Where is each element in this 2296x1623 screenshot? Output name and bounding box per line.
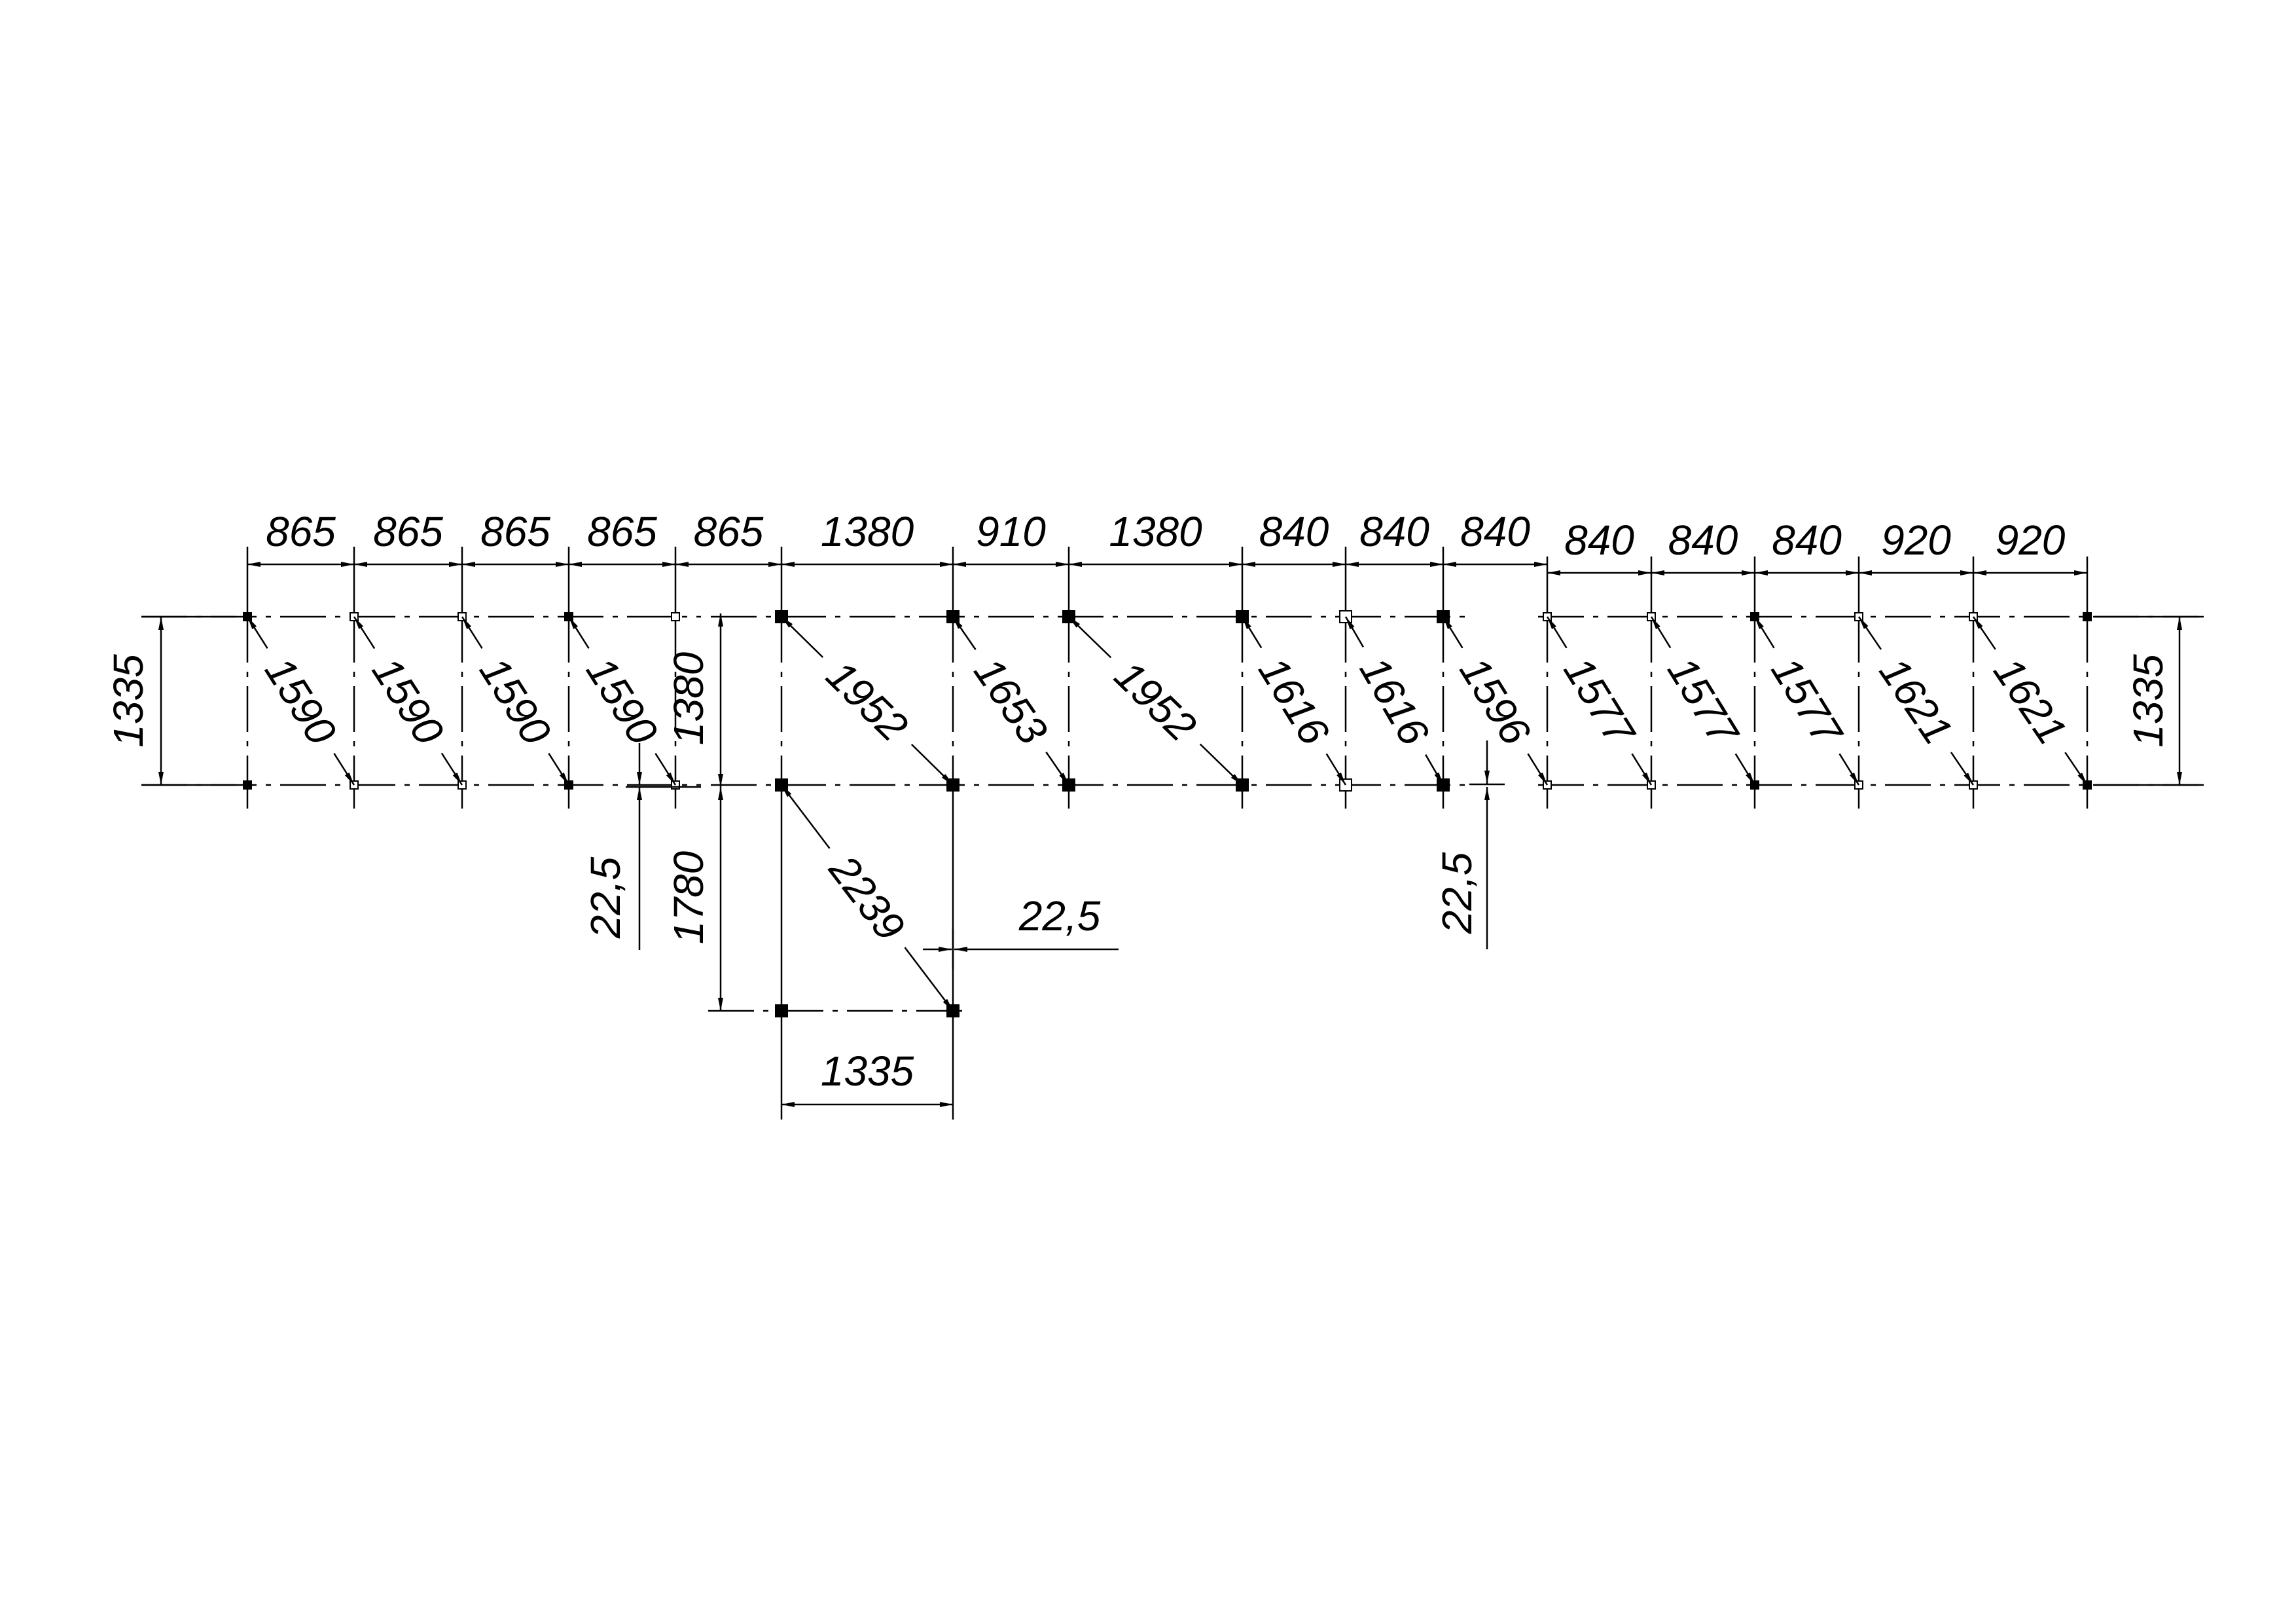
diagonal-dimension-line [461, 616, 483, 649]
node-filled [2083, 612, 2092, 621]
dimension-label-span: 865 [373, 508, 443, 555]
dimension-label-lower-height: 1780 [665, 850, 712, 944]
dimension-label-span: 1380 [821, 508, 914, 555]
diagonal-dimension-line [1425, 754, 1444, 786]
dimension-label-span: 865 [587, 508, 657, 555]
diagonal-dimension-line [1857, 616, 1882, 650]
diagonal-label: 1577 [1554, 649, 1644, 754]
diagonal-label: 1952 [817, 651, 917, 750]
diagonal-label: 1616 [1249, 649, 1338, 753]
diagonal-dimension-line [1068, 616, 1112, 659]
diagonal-dimension-line [1972, 616, 1996, 650]
diagonal-dimension-line [1839, 753, 1860, 786]
diagonal-dimension-line [246, 616, 268, 649]
diagonal-label: 1621 [1871, 649, 1962, 752]
node-filled [775, 1004, 788, 1017]
diagonal-dimension-line [1527, 753, 1549, 786]
dimension-label-span: 840 [1564, 517, 1634, 564]
dimension-label-left-height: 1335 [105, 654, 152, 748]
diagonal-dimension-line [910, 744, 954, 786]
diagonal-dimension-line [1325, 753, 1347, 786]
diagonal-dimension-line [548, 753, 570, 786]
dimension-label-span: 920 [1881, 517, 1951, 564]
diagonal-dimension-line [1199, 743, 1243, 786]
dimension-label-offset-lower: 22,5 [1018, 892, 1101, 939]
dimension-label-offset-left: 22,5 [582, 856, 629, 939]
diagonal-dimension-line [904, 947, 954, 1012]
dimension-label-span: 840 [1772, 517, 1842, 564]
dimension-label-span: 1380 [1109, 508, 1202, 555]
diagonal-dimension-line [1753, 616, 1775, 649]
diagonal-label: 1653 [965, 649, 1056, 752]
diagonal-label: 1621 [1984, 649, 2075, 752]
diagonal-dimension-line [1045, 752, 1070, 786]
dimension-label-span: 840 [1668, 517, 1738, 564]
diagonal-label: 1590 [363, 649, 454, 753]
diagonal-dimension-line [1344, 616, 1364, 647]
diagonal-dimension-line [1631, 753, 1653, 786]
dimension-label-offset-right: 22,5 [1433, 852, 1480, 934]
diagonal-dimension-line [2064, 752, 2089, 786]
diagonal-dimension-line [1950, 752, 1975, 786]
dimension-label-span: 840 [1259, 508, 1329, 555]
diagonal-dimension-line [1442, 616, 1463, 649]
diagonal-dimension-line [1241, 616, 1263, 649]
dimension-label-lower-width: 1335 [821, 1048, 914, 1095]
diagonal-dimension-line [655, 753, 677, 786]
diagonal-label: 1596 [1450, 649, 1539, 753]
dimension-label-span: 910 [976, 508, 1046, 555]
diagonal-dimension-line [1650, 616, 1672, 649]
diagonal-label: 1577 [1762, 649, 1852, 754]
diagonal-label: 1577 [1659, 649, 1748, 754]
dimension-label-span: 865 [480, 508, 550, 555]
diagonal-label: 1616 [1351, 649, 1439, 754]
dimension-label-span: 840 [1460, 508, 1530, 555]
diagonal-dimension-line [1546, 616, 1568, 649]
diagonal-dimension-line [1734, 753, 1756, 786]
dimension-label-right-height: 1335 [2125, 654, 2172, 748]
diagonal-label: 1590 [577, 649, 667, 753]
diagonal-dimension-line [333, 753, 355, 786]
node-hollow [671, 612, 680, 621]
diagonal-dimension-line [952, 616, 977, 650]
diagonal-dimension-line [353, 616, 376, 649]
diagonal-label: 1590 [471, 649, 560, 753]
diagonal-dimension-line [440, 752, 463, 786]
dimension-label-span: 840 [1359, 508, 1429, 555]
dimension-label-span: 920 [1996, 517, 2066, 564]
diagonal-dimension-line [781, 784, 831, 849]
node-filled [243, 780, 252, 790]
diagonal-label: 1590 [256, 649, 346, 753]
dimension-label-mid-height: 1380 [665, 651, 712, 745]
dimension-label-span: 865 [266, 508, 336, 555]
diagonal-label: 1952 [1105, 651, 1205, 750]
diagonal-label: 2239 [820, 846, 914, 949]
diagonal-dimension-line [567, 616, 590, 649]
diagonal-dimension-line [781, 616, 824, 658]
dimension-label-span: 865 [694, 508, 764, 555]
